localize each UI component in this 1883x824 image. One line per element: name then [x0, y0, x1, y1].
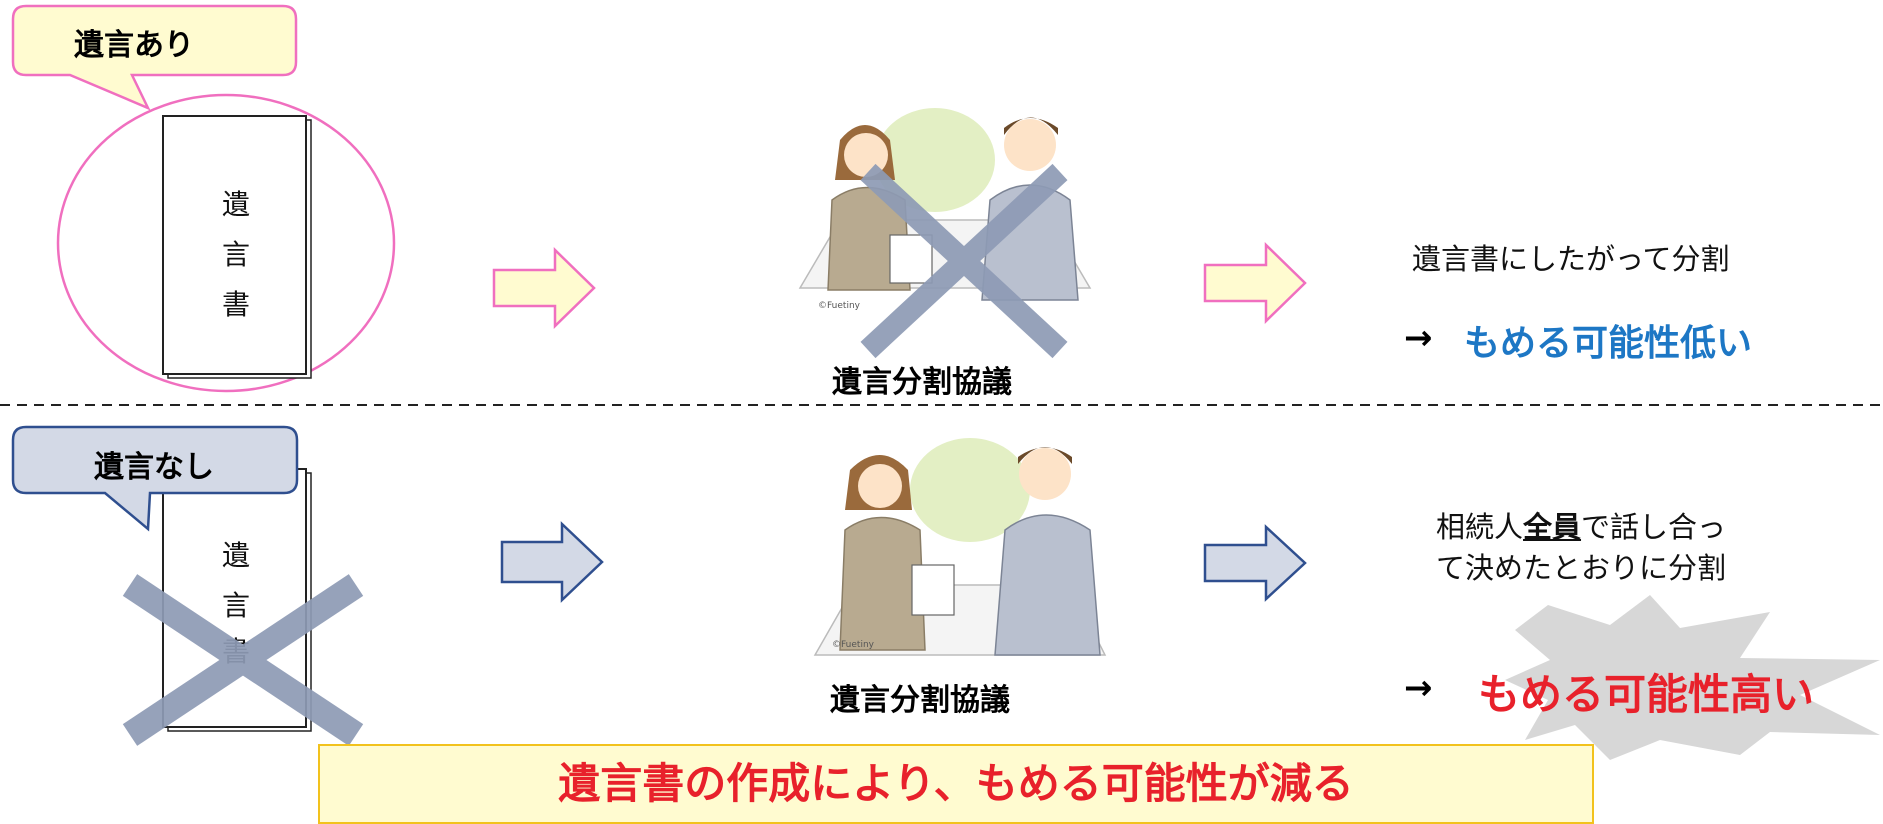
svg-text:©Fuetiny: ©Fuetiny	[832, 640, 875, 650]
result-line-bottom-1: 相続人全員で話し合っ	[1436, 504, 1726, 546]
highlight-circle	[56, 93, 396, 393]
block-arrow-top-1	[492, 247, 596, 329]
document-char-1-bottom: 遺	[221, 539, 250, 572]
result-line-bottom-2: て決めたとおりに分割	[1436, 551, 1727, 585]
document-char-2-bottom: 言	[221, 589, 250, 622]
meeting-label-top: 遺言分割協議	[832, 365, 1012, 400]
block-arrow-bottom-1	[500, 521, 604, 603]
will-document-top	[162, 115, 312, 379]
speech-bubble-top	[11, 4, 298, 111]
meeting-illustration-bottom: ©Fuetiny	[813, 438, 1107, 656]
svg-text:©Fuetiny: ©Fuetiny	[818, 301, 861, 311]
meeting-label-bottom: 遺言分割協議	[830, 683, 1010, 718]
conclusion-banner: 遺言書の作成により、もめる可能性が減る	[318, 744, 1594, 824]
outcome-high: もめる可能性高い	[1478, 670, 1815, 719]
emphasis-all-heirs: 全員	[1523, 510, 1582, 544]
result-prefix: 相続人	[1436, 510, 1524, 544]
block-arrow-top-2	[1203, 242, 1307, 324]
explosion-burst-shape	[1505, 595, 1880, 760]
result-line-top: 遺言書にしたがって分割	[1412, 242, 1730, 276]
outcome-low: もめる可能性低い	[1464, 323, 1753, 364]
document-char-1: 遺	[221, 188, 250, 221]
document-char-2: 言	[221, 238, 250, 271]
conclusion-text: 遺言書の作成により、もめる可能性が減る	[558, 759, 1354, 808]
arrow-symbol-top: →	[1404, 318, 1433, 358]
bubble-label-without-will: 遺言なし	[94, 450, 214, 485]
cross-mark-top	[860, 163, 1068, 359]
meeting-illustration-top: ©Fuetiny	[798, 108, 1092, 311]
result-suffix: で話し合っ	[1581, 510, 1727, 544]
document-char-3: 書	[221, 288, 250, 321]
arrow-symbol-bottom: →	[1404, 668, 1433, 708]
speech-bubble-bottom	[11, 425, 299, 532]
block-arrow-bottom-2	[1203, 524, 1307, 602]
bubble-label-with-will: 遺言あり	[74, 28, 194, 63]
